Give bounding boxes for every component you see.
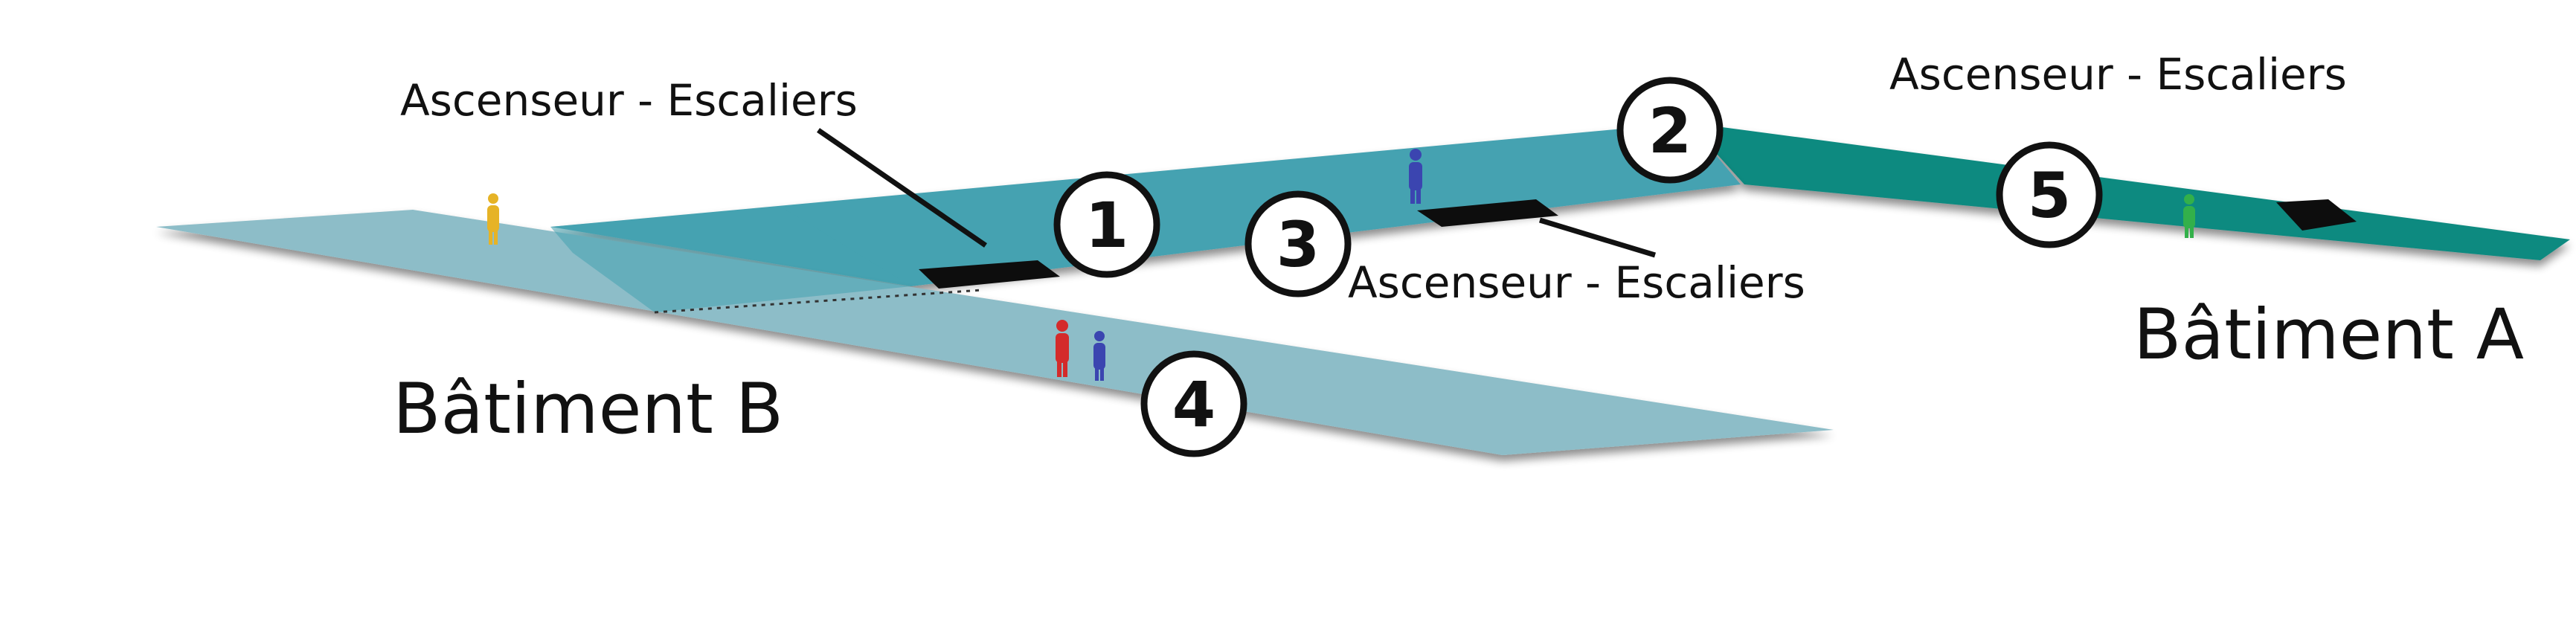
person-yellow: [487, 193, 499, 245]
building-a-floor: [1689, 123, 2570, 260]
marker-3: 3: [1244, 190, 1352, 297]
elevator-pad-2: [1417, 199, 1558, 227]
lift-stairs-label-top-right: Ascenseur - Escaliers: [1889, 49, 2347, 100]
marker-1: 1: [1053, 171, 1160, 278]
leader-line-left: [817, 128, 987, 248]
marker-4-number: 4: [1172, 368, 1215, 441]
marker-1-number: 1: [1085, 189, 1128, 262]
elevator-pad-3: [2276, 199, 2357, 231]
elevator-pad-1: [919, 260, 1060, 289]
person-blue-lower: [1093, 331, 1105, 381]
walkway-junction: [550, 207, 911, 312]
marker-5: 5: [1996, 141, 2103, 248]
person-red: [1056, 320, 1069, 377]
person-green: [2183, 194, 2195, 238]
lift-stairs-label-top-left: Ascenseur - Escaliers: [400, 75, 858, 126]
marker-3-number: 3: [1276, 208, 1320, 281]
building-a-label: Bâtiment A: [2133, 294, 2524, 376]
marker-2-number: 2: [1648, 94, 1692, 167]
leader-line-middle: [1538, 217, 1657, 258]
lift-stairs-label-middle: Ascenseur - Escaliers: [1348, 257, 1805, 308]
marker-4: 4: [1140, 350, 1247, 457]
marker-5-number: 5: [2028, 159, 2071, 232]
marker-2: 2: [1616, 77, 1724, 184]
building-b-label: Bâtiment B: [393, 369, 783, 450]
person-blue-upper: [1409, 149, 1422, 204]
junction-dotted-line: [654, 289, 983, 314]
building-b-walkway: [156, 210, 1834, 455]
